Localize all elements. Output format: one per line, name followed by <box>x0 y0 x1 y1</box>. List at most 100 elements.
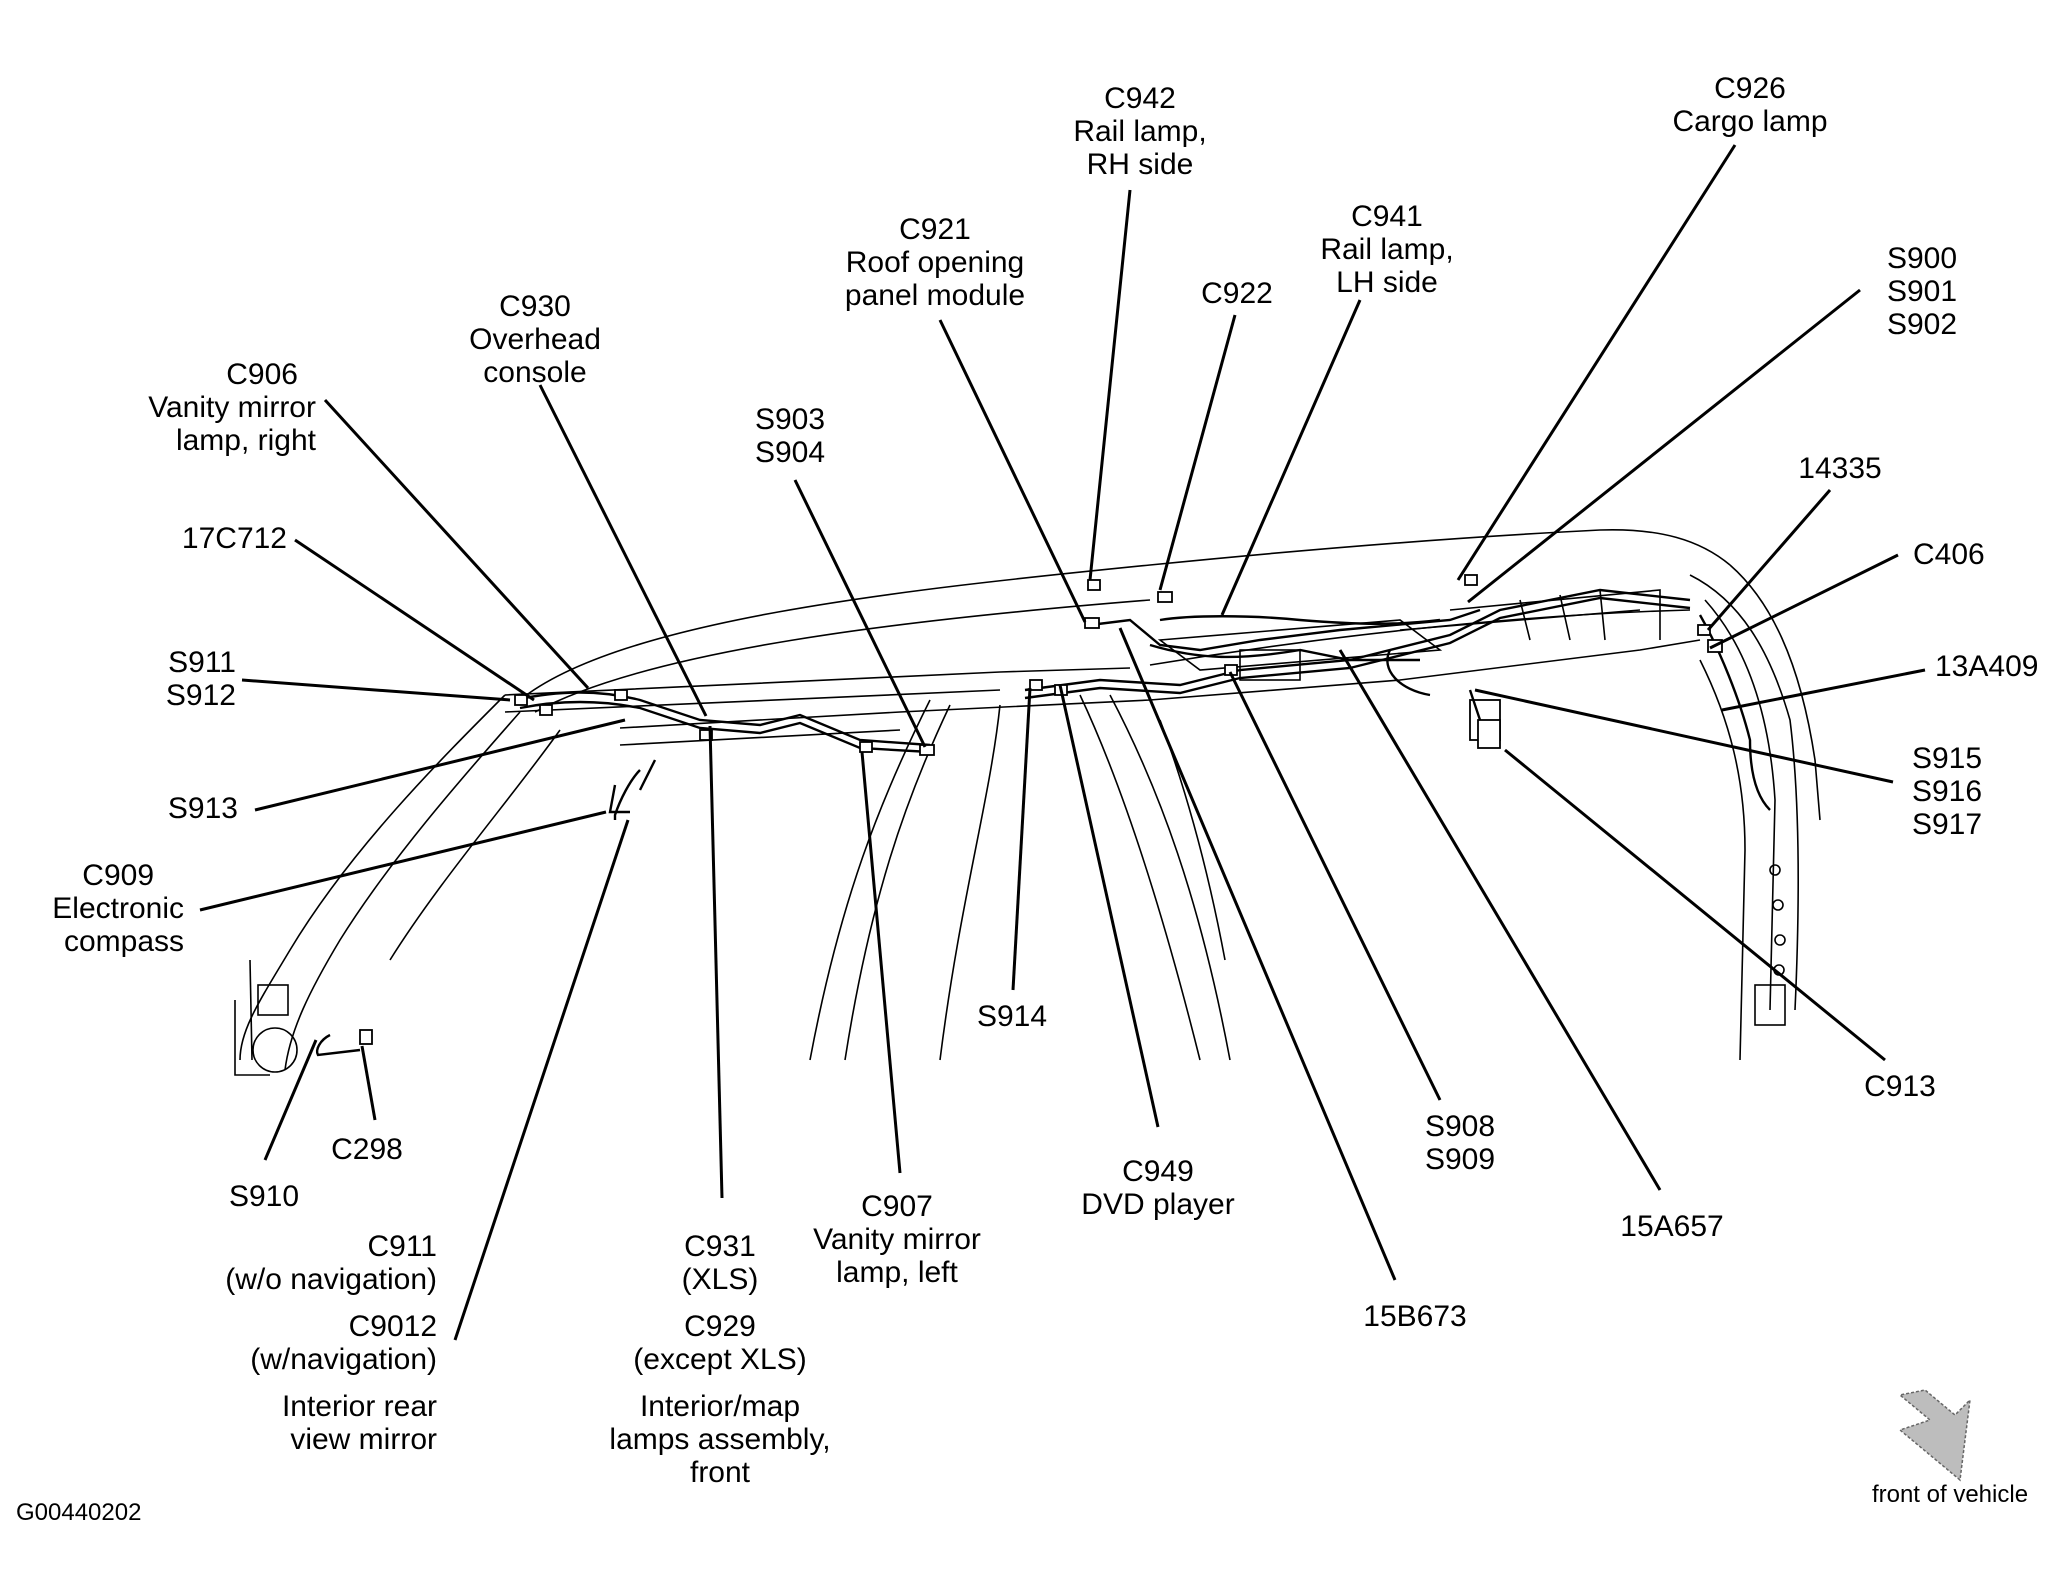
label-s908-s909: S908 S909 <box>1425 1110 1495 1176</box>
lamps-line-1: C931 <box>684 1230 756 1263</box>
c298-code: C298 <box>331 1133 403 1166</box>
leader-c949 <box>1058 684 1160 1128</box>
leader-c922 <box>1158 314 1237 591</box>
s904-code: S904 <box>754 436 826 469</box>
label-s914: S914 <box>977 1000 1047 1033</box>
figure-id-text: G00440202 <box>16 1499 142 1526</box>
lamps-line-6: lamps assembly, <box>609 1423 831 1456</box>
leader-c906 <box>323 398 590 690</box>
label-s915-s917: S915 S916 S917 <box>1912 742 1982 841</box>
leader-c931 <box>708 725 724 1199</box>
label-c907: C907 Vanity mirror lamp, left <box>813 1190 981 1289</box>
15b673-code: 15B673 <box>1363 1300 1467 1333</box>
leader-s900 <box>1467 288 1861 604</box>
c907-desc-1: Vanity mirror <box>813 1223 981 1256</box>
c949-code: C949 <box>1122 1155 1194 1188</box>
c926-code: C926 <box>1714 72 1786 105</box>
label-15a657: 15A657 <box>1620 1210 1723 1243</box>
label-c921: C921 Roof opening panel module <box>845 213 1025 312</box>
front-of-vehicle-text: front of vehicle <box>1871 1481 2029 1508</box>
s914-code: S914 <box>976 1000 1048 1033</box>
vehicle-body-outline <box>234 528 1821 1076</box>
leader-14335 <box>1706 489 1832 631</box>
leader-13a409 <box>1721 668 1926 712</box>
label-s913: S913 <box>168 792 238 825</box>
c941-code: C941 <box>1351 200 1423 233</box>
front-of-vehicle-arrow <box>1898 1389 1972 1482</box>
label-s911-s912: S911 S912 <box>166 646 236 712</box>
label-s903-s904: S903 S904 <box>755 403 825 469</box>
c949-desc: DVD player <box>1081 1188 1235 1221</box>
s909-code: S909 <box>1424 1143 1496 1176</box>
s900-code: S900 <box>1886 242 1958 275</box>
c930-desc-1: Overhead <box>469 323 601 356</box>
leader-s910 <box>263 1039 318 1161</box>
label-s900-s902: S900 S901 S902 <box>1887 242 1957 341</box>
leader-c926 <box>1456 144 1737 581</box>
s908-code: S908 <box>1424 1110 1496 1143</box>
c941-desc-2: LH side <box>1336 266 1438 299</box>
c926-desc: Cargo lamp <box>1672 105 1828 138</box>
c942-desc-2: RH side <box>1086 148 1194 181</box>
17c712-code: 17C712 <box>181 522 287 555</box>
mirror-line-6: view mirror <box>290 1423 437 1456</box>
s911-code: S911 <box>168 646 236 679</box>
c942-code: C942 <box>1104 82 1176 115</box>
leader-15b673 <box>1118 627 1397 1281</box>
lamps-line-3: C929 <box>684 1310 756 1343</box>
mirror-line-3: C9012 <box>348 1310 437 1343</box>
figure-id: G00440202 <box>16 1500 141 1526</box>
leader-c942 <box>1088 189 1132 581</box>
connector-markers <box>359 574 1723 1045</box>
c909-code: C909 <box>82 859 154 892</box>
label-interior-rear-view-mirror: C911 (w/o navigation) C9012 (w/navigatio… <box>225 1230 437 1456</box>
c406-code: C406 <box>1913 538 1985 571</box>
c906-code: C906 <box>226 358 298 391</box>
s912-code: S912 <box>165 679 236 712</box>
c909-desc-1: Electronic <box>52 892 184 925</box>
s910-code: S910 <box>228 1180 300 1213</box>
leader-mirror <box>453 819 630 1341</box>
leader-c913 <box>1504 748 1886 1062</box>
label-c930: C930 Overhead console <box>469 290 601 389</box>
13a409-code: 13A409 <box>1935 650 2039 683</box>
s901-code: S901 <box>1886 275 1958 308</box>
c941-desc-1: Rail lamp, <box>1320 233 1454 266</box>
label-c926: C926 Cargo lamp <box>1672 72 1827 138</box>
label-13a409: 13A409 <box>1935 650 2038 683</box>
leader-lines <box>199 144 1926 1341</box>
s915-code: S915 <box>1911 742 1983 775</box>
s913-code: S913 <box>167 792 238 825</box>
label-17c712: 17C712 <box>182 522 287 555</box>
label-14335: 14335 <box>1798 452 1881 485</box>
leader-s911 <box>241 678 511 702</box>
c913-code: C913 <box>1864 1070 1936 1103</box>
s917-code: S917 <box>1911 808 1983 841</box>
label-c906: C906 Vanity mirror lamp, right <box>148 358 316 457</box>
label-15b673: 15B673 <box>1363 1300 1466 1333</box>
leader-s908 <box>1228 671 1442 1101</box>
leader-c921 <box>938 319 1087 623</box>
c930-desc-2: console <box>483 356 587 389</box>
mirror-line-4: (w/navigation) <box>250 1343 437 1376</box>
label-c913: C913 <box>1864 1070 1936 1103</box>
lamps-line-7: front <box>689 1456 751 1489</box>
c930-code: C930 <box>499 290 571 323</box>
c909-desc-2: compass <box>63 925 184 958</box>
c922-code: C922 <box>1201 277 1273 310</box>
c906-desc-2: lamp, right <box>175 424 316 457</box>
label-s910: S910 <box>229 1180 299 1213</box>
leader-s914 <box>1011 687 1032 991</box>
leader-s913 <box>254 718 626 812</box>
mirror-line-1: C911 <box>367 1230 438 1263</box>
leader-s915 <box>1474 688 1894 784</box>
wiring-harness <box>316 588 1771 1057</box>
label-c949: C949 DVD player <box>1081 1155 1234 1221</box>
mirror-line-5: Interior rear <box>281 1390 437 1423</box>
label-c922: C922 <box>1201 277 1273 310</box>
14335-code: 14335 <box>1798 452 1882 485</box>
label-c406: C406 <box>1913 538 1985 571</box>
label-interior-map-lamps: C931 (XLS) C929 (except XLS) Interior/ma… <box>609 1230 830 1489</box>
leader-17c712 <box>294 538 535 702</box>
